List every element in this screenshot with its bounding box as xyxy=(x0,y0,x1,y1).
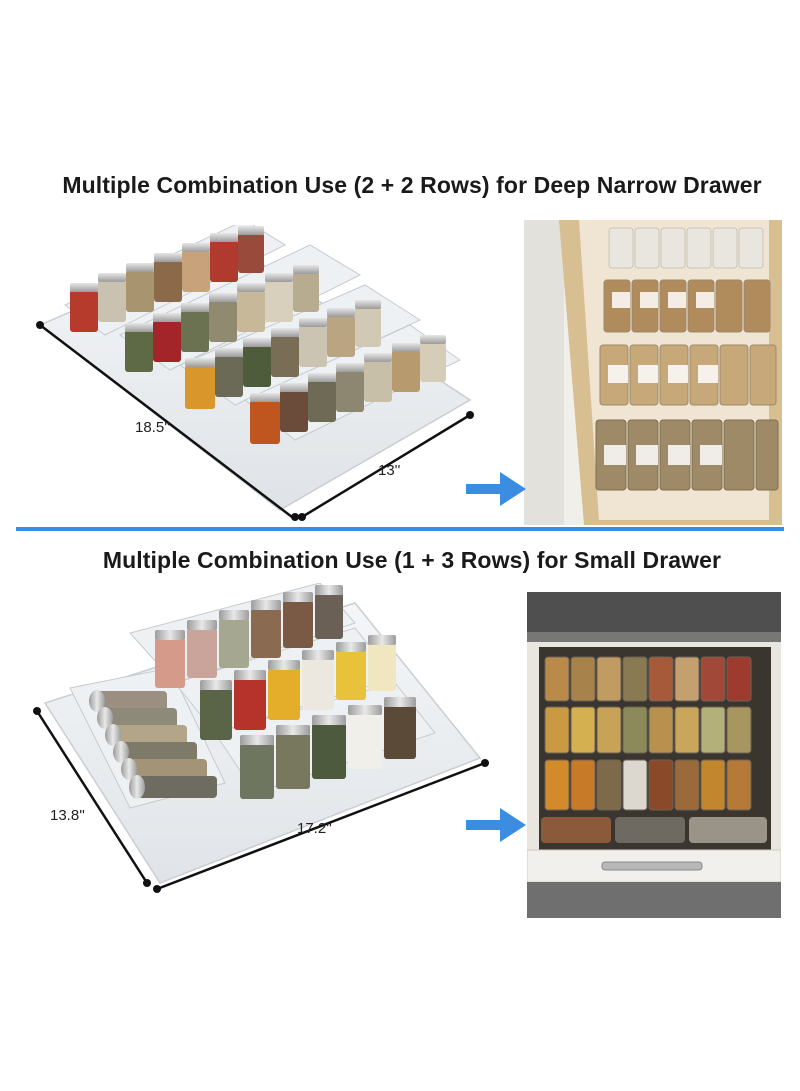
small-drawer-photo xyxy=(527,592,781,918)
right-arrow-icon xyxy=(466,472,526,506)
dimension-depth-label: 13.8'' xyxy=(50,807,85,824)
top-rack-illustration: 18.5'' 13'' xyxy=(36,225,474,521)
right-arrow-icon xyxy=(466,808,526,842)
drawer-handle xyxy=(601,861,703,871)
bottom-section-heading: Multiple Combination Use (1 + 3 Rows) fo… xyxy=(102,547,722,573)
spice-jars-row-2 xyxy=(125,265,319,372)
dimension-width-label: 13'' xyxy=(378,462,401,479)
dimension-length-label-bottom: 17.2'' xyxy=(297,820,332,837)
small-drawer-jars xyxy=(541,656,767,843)
bottom-rack-illustration: 13.8'' 17.2'' xyxy=(33,583,489,893)
upright-jars-row-1 xyxy=(155,585,343,688)
dimension-length-label: 18.5'' xyxy=(135,419,170,436)
section-divider xyxy=(16,527,784,531)
drawer-jar-rows xyxy=(595,227,779,491)
top-dimension-lines xyxy=(39,324,471,519)
spice-jars-row-3 xyxy=(185,300,381,409)
upright-jars-row-2 xyxy=(200,635,396,740)
horizontal-jar-tray xyxy=(69,667,226,809)
spice-jars-row-1 xyxy=(70,226,264,332)
deep-drawer-photo xyxy=(524,220,782,525)
upright-jars-row-3 xyxy=(240,697,416,799)
top-section-heading: Multiple Combination Use (2 + 2 Rows) fo… xyxy=(62,172,762,198)
spice-jars-row-4 xyxy=(250,335,446,444)
bottom-dimension-lines xyxy=(35,710,486,891)
